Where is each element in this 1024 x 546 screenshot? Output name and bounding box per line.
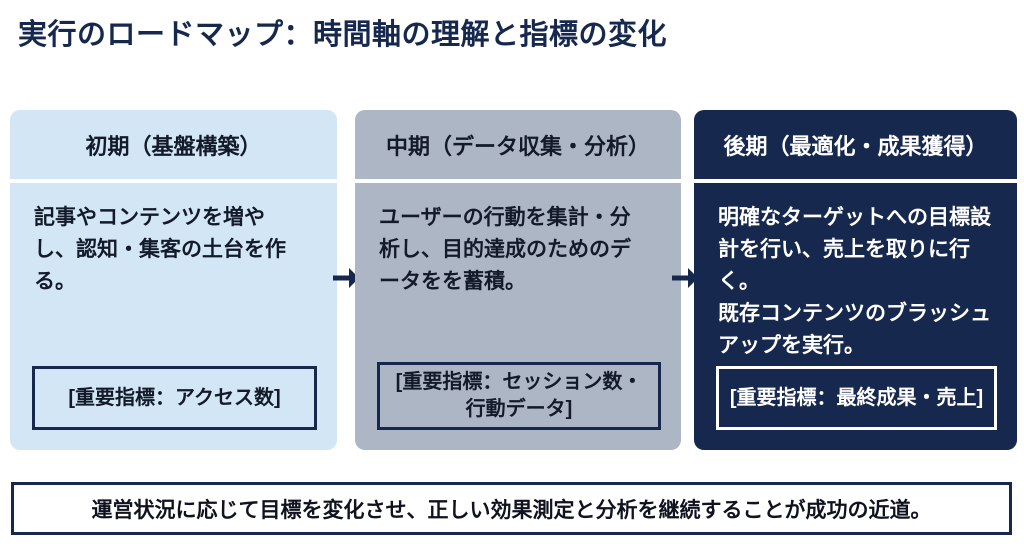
phase-card-late: 後期（最適化・成果獲得） 明確なターゲットへの目標設 計を行い、売上を取りに行く… (694, 110, 1017, 450)
phase-early-description: 記事やコンテンツを増や し、認知・集客の土台を作 る。 (34, 206, 286, 293)
phase-mid-body: ユーザーの行動を集計・分 析し、目的達成のためのデ ータをを蓄積。 [重要指標：… (355, 183, 681, 450)
phase-mid-header: 中期（データ収集・分析） (355, 110, 681, 179)
phase-late-description: 明確なターゲットへの目標設 計を行い、売上を取りに行く。 既存コンテンツのブラッ… (718, 206, 991, 357)
phase-late-metric-badge: [重要指標：最終成果・売上] (716, 366, 997, 430)
phase-late-body: 明確なターゲットへの目標設 計を行い、売上を取りに行く。 既存コンテンツのブラッ… (694, 183, 1017, 450)
footer-banner: 運営状況に応じて目標を変化させ、正しい効果測定と分析を継続することが成功の近道。 (11, 482, 1012, 535)
phase-early-metric-badge: [重要指標：アクセス数] (32, 366, 317, 430)
right-arrow-icon (332, 266, 360, 290)
footer-text: 運営状況に応じて目標を変化させ、正しい効果測定と分析を継続することが成功の近道。 (91, 498, 932, 522)
phase-early-header: 初期（基盤構築） (10, 110, 337, 179)
phase-card-mid: 中期（データ収集・分析） ユーザーの行動を集計・分 析し、目的達成のためのデ ー… (355, 110, 681, 450)
right-arrow-icon (671, 266, 699, 290)
phase-mid-metric-badge: [重要指標：セッション数・ 行動データ] (377, 362, 661, 430)
phase-mid-description: ユーザーの行動を集計・分 析し、目的達成のためのデ ータをを蓄積。 (379, 206, 631, 293)
phase-early-body: 記事やコンテンツを増や し、認知・集客の土台を作 る。 [重要指標：アクセス数] (10, 183, 337, 450)
phase-card-early: 初期（基盤構築） 記事やコンテンツを増や し、認知・集客の土台を作 る。 [重要… (10, 110, 337, 450)
slide-title: 実行のロードマップ：時間軸の理解と指標の変化 (18, 19, 668, 51)
phase-late-header: 後期（最適化・成果獲得） (694, 110, 1017, 179)
